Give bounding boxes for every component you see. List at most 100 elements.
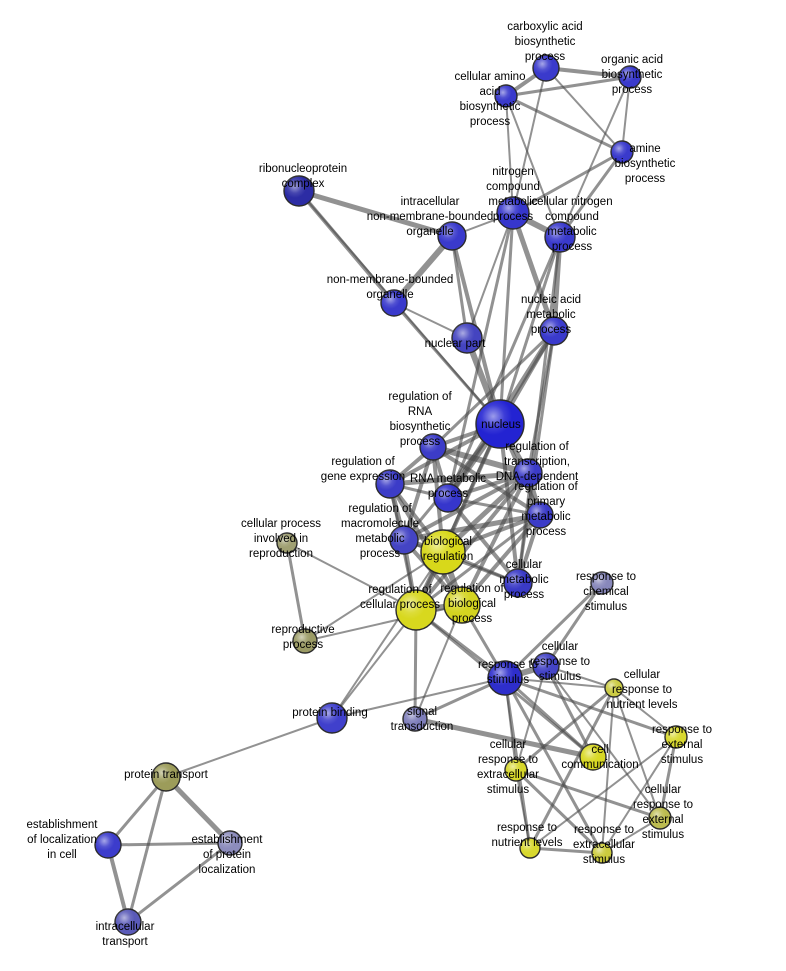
graph-edge[interactable]	[446, 496, 542, 517]
graph-node-cellular_metabolic_process[interactable]	[503, 567, 533, 598]
graph-edge[interactable]	[529, 736, 677, 849]
graph-node-cell_communication[interactable]	[579, 742, 607, 771]
graph-edge[interactable]	[658, 735, 678, 820]
graph-node-regulation_of_gene_expression[interactable]	[375, 468, 405, 499]
graph-edge[interactable]	[514, 768, 662, 820]
graph-edge[interactable]	[613, 687, 661, 819]
graph-node-response_to_external_stimulus[interactable]	[664, 724, 688, 749]
graph-node-intracellular_non_membrane_bounded_organelle[interactable]	[437, 220, 467, 251]
graph-edge[interactable]	[165, 717, 333, 778]
graph-node-regulation_of_biological_process[interactable]	[442, 585, 481, 624]
graph-edge[interactable]	[331, 551, 444, 719]
graph-edge[interactable]	[505, 95, 514, 214]
graph-node-intracellular_transport[interactable]	[114, 907, 142, 936]
graph-edge[interactable]	[601, 736, 677, 854]
graph-edge[interactable]	[504, 94, 624, 154]
graph-node-regulation_of_cellular_process[interactable]	[394, 588, 437, 631]
graph-edge[interactable]	[430, 444, 531, 476]
graph-edge[interactable]	[512, 67, 547, 214]
graph-edge[interactable]	[503, 676, 604, 855]
graph-edge[interactable]	[414, 604, 463, 720]
graph-edge[interactable]	[528, 846, 604, 855]
graph-edge[interactable]	[106, 775, 168, 847]
graph-edge[interactable]	[514, 686, 616, 772]
graph-edge[interactable]	[498, 235, 562, 426]
graph-node-nucleus[interactable]	[474, 397, 525, 449]
graph-node-cellular_response_to_stimulus[interactable]	[532, 651, 560, 680]
graph-edge[interactable]	[431, 329, 556, 449]
graph-node-cellular_nitrogen_compound_metabolic_process[interactable]	[544, 220, 576, 253]
graph-edge[interactable]	[505, 95, 561, 238]
graph-edge[interactable]	[126, 775, 168, 924]
graph-node-establishment_of_localization_in_cell[interactable]	[94, 830, 122, 859]
graph-edge[interactable]	[515, 769, 531, 849]
graph-node-ribonucleoprotein_complex[interactable]	[283, 174, 315, 207]
graph-edge[interactable]	[304, 604, 463, 642]
graph-node-cellular_response_to_external_stimulus[interactable]	[648, 805, 672, 830]
graph-node-biological_regulation[interactable]	[419, 527, 466, 575]
graph-edge[interactable]	[504, 75, 632, 98]
graph-edge[interactable]	[558, 150, 624, 239]
graph-node-cellular_process_involved_in_reproduction[interactable]	[276, 532, 298, 554]
graph-node-reproductive_process[interactable]	[292, 627, 318, 654]
graph-node-cellular_response_to_extracellular_stimulus[interactable]	[504, 757, 528, 782]
graph-edge[interactable]	[412, 716, 596, 760]
graph-node-nuclear_part[interactable]	[451, 321, 483, 354]
graph-node-response_to_extracellular_stimulus[interactable]	[591, 842, 613, 864]
graph-edge[interactable]	[498, 422, 520, 585]
graph-edge[interactable]	[559, 76, 631, 238]
graph-edge[interactable]	[163, 774, 233, 846]
graph-edge[interactable]	[544, 581, 604, 668]
graph-node-signal_transduction[interactable]	[402, 705, 428, 732]
graph-node-response_to_chemical_stimulus[interactable]	[590, 570, 614, 595]
graph-node-regulation_of_rna_biosynthetic_process[interactable]	[419, 432, 447, 461]
graph-edge[interactable]	[387, 470, 531, 487]
graph-edge[interactable]	[402, 445, 435, 542]
graph-edge[interactable]	[446, 496, 520, 585]
graph-edge[interactable]	[304, 551, 444, 642]
graph-edge[interactable]	[511, 150, 624, 215]
graph-edge[interactable]	[285, 541, 307, 643]
graph-node-regulation_of_primary_metabolic_process[interactable]	[526, 500, 554, 529]
graph-node-nucleic_acid_metabolic_process[interactable]	[539, 315, 569, 346]
graph-edge[interactable]	[601, 687, 615, 854]
graph-edge[interactable]	[515, 665, 547, 771]
graph-edge[interactable]	[613, 687, 677, 738]
graph-node-non_membrane_bounded_organelle[interactable]	[380, 288, 408, 317]
graph-edge[interactable]	[510, 210, 557, 334]
graph-edge[interactable]	[528, 686, 616, 850]
graph-edge[interactable]	[331, 609, 417, 719]
graph-edge[interactable]	[391, 233, 455, 306]
graph-edge[interactable]	[126, 841, 232, 924]
graph-edge[interactable]	[431, 445, 542, 517]
graph-edge[interactable]	[414, 513, 542, 612]
graph-node-amine_biosynthetic_process[interactable]	[610, 139, 634, 164]
graph-edge[interactable]	[296, 188, 455, 239]
graph-edge[interactable]	[545, 665, 661, 819]
graph-edge[interactable]	[331, 677, 506, 719]
graph-node-protein_binding[interactable]	[316, 701, 348, 734]
graph-node-cellular_amino_acid_biosynthetic_process[interactable]	[494, 83, 518, 108]
graph-edge[interactable]	[514, 768, 604, 855]
graph-edge[interactable]	[503, 581, 604, 680]
graph-node-response_to_stimulus[interactable]	[486, 659, 523, 696]
graph-edge[interactable]	[460, 471, 530, 607]
graph-edge[interactable]	[106, 841, 232, 847]
graph-edge[interactable]	[498, 211, 515, 426]
graph-node-organic_acid_biosynthetic_process[interactable]	[618, 64, 642, 89]
graph-node-establishment_of_protein_localization[interactable]	[217, 829, 243, 856]
graph-edge[interactable]	[621, 76, 631, 153]
graph-edge[interactable]	[286, 542, 417, 611]
graph-node-nitrogen_compound_metabolic_process[interactable]	[496, 195, 530, 230]
graph-node-cellular_response_to_nutrient_levels[interactable]	[604, 678, 624, 698]
graph-node-regulation_of_transcription_dna_dependent[interactable]	[513, 457, 543, 488]
graph-edge[interactable]	[466, 212, 514, 339]
graph-node-protein_transport[interactable]	[151, 761, 181, 792]
graph-node-regulation_of_macromolecule_metabolic_process[interactable]	[389, 524, 419, 555]
graph-edge[interactable]	[545, 67, 623, 153]
graph-edge[interactable]	[544, 66, 632, 79]
graph-edge[interactable]	[460, 513, 542, 607]
graph-node-carboxylic_acid_biosynthetic_process[interactable]	[532, 53, 560, 82]
